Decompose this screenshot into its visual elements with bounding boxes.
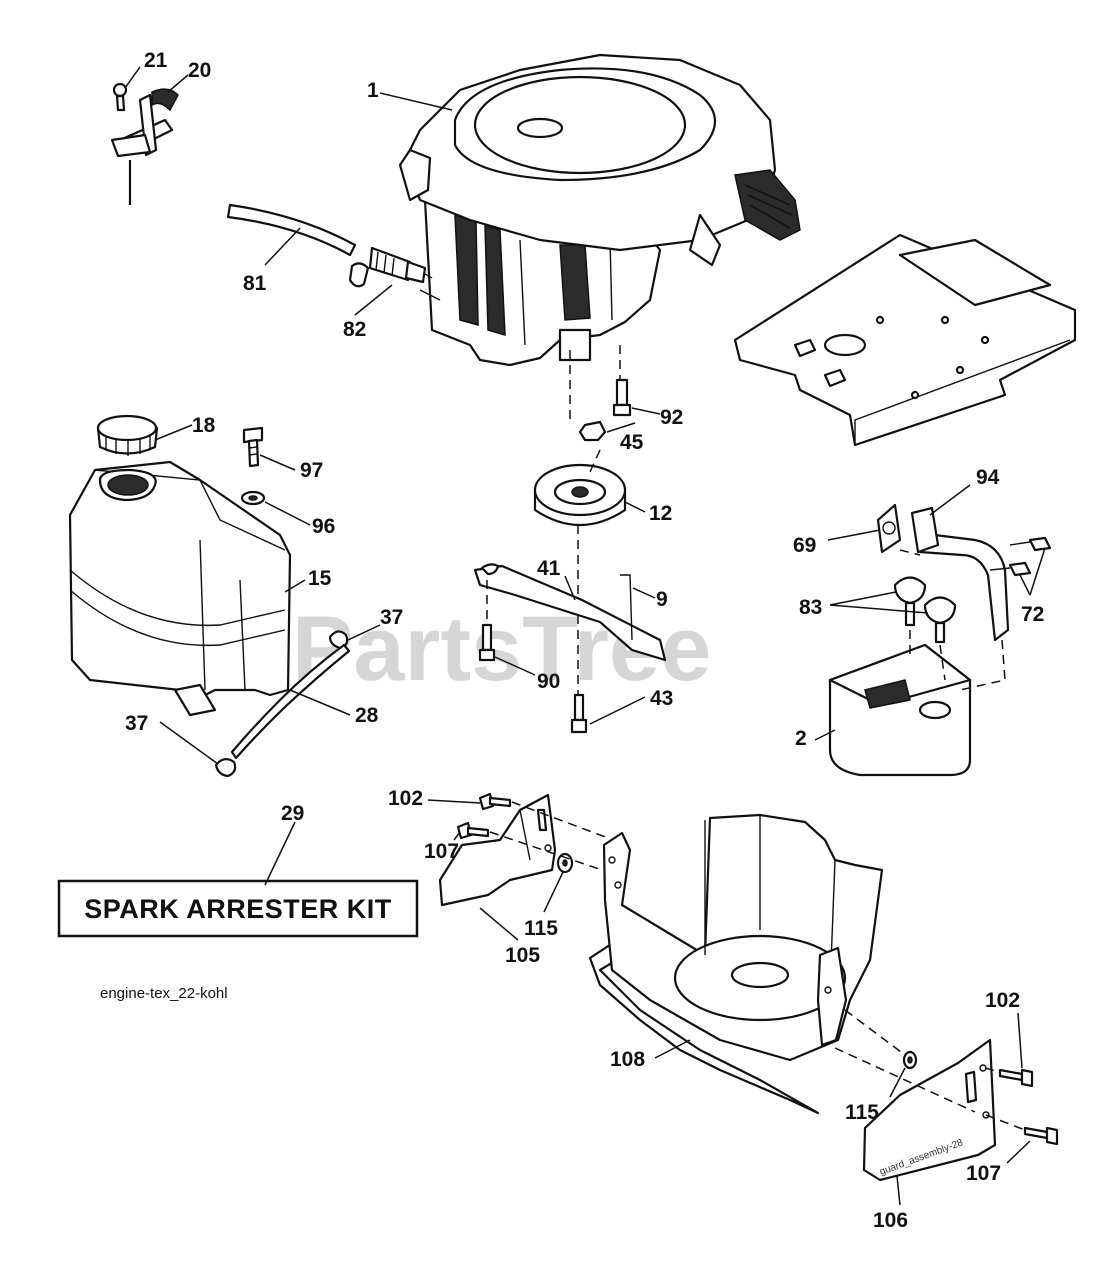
callout-37-upper: 37 (380, 606, 403, 629)
callout-106: 106 (873, 1209, 908, 1232)
callout-102-right: 102 (985, 989, 1020, 1012)
washer-115-right[interactable] (902, 1050, 918, 1070)
callout-90: 90 (537, 670, 560, 693)
callout-115-right: 115 (845, 1101, 879, 1124)
guard-plate-106[interactable]: guard_assembly-28 (862, 1038, 997, 1182)
bolt-107-left[interactable] (456, 821, 490, 840)
muffler-2[interactable] (828, 643, 972, 777)
callout-107-right: 107 (966, 1162, 1001, 1185)
callout-29: 29 (281, 802, 304, 825)
callout-69: 69 (793, 534, 816, 557)
callout-82: 82 (343, 318, 366, 341)
callout-108: 108 (610, 1048, 645, 1071)
spark-arrester-kit-box: SPARK ARRESTER KIT (57, 879, 419, 938)
engine-mount-plate[interactable] (733, 233, 1077, 447)
callout-96: 96 (312, 515, 335, 538)
dipstick-assembly[interactable] (110, 82, 179, 205)
callout-43: 43 (650, 687, 673, 710)
spark-arrester-kit-label: SPARK ARRESTER KIT (84, 894, 392, 924)
hose-clamp-upper[interactable] (328, 630, 349, 650)
exhaust-pipe-94[interactable] (910, 506, 1010, 642)
nut-45[interactable] (578, 420, 607, 442)
callout-107-left: 107 (424, 840, 459, 863)
callout-105: 105 (505, 944, 540, 967)
callout-labels: 1 21 20 81 82 18 97 96 15 37 28 37 29 45… (125, 49, 1044, 1232)
callout-28: 28 (355, 704, 379, 727)
callout-45: 45 (620, 431, 644, 454)
bolts-72[interactable] (989, 536, 1052, 577)
callout-83: 83 (799, 596, 822, 619)
fuel-cap[interactable] (96, 414, 159, 456)
fuel-tank[interactable] (68, 460, 292, 717)
drawing-code: engine-tex_22-kohl (100, 985, 228, 1002)
engine-guard-108[interactable] (588, 813, 884, 1115)
bolt-107-right[interactable] (1023, 1126, 1059, 1146)
gasket-69[interactable] (876, 503, 902, 554)
callout-72: 72 (1021, 603, 1044, 626)
pulley-12[interactable] (533, 463, 627, 526)
bolt-90[interactable] (478, 623, 496, 662)
callout-97: 97 (300, 459, 323, 482)
callout-37-lower: 37 (125, 712, 148, 735)
engine[interactable] (398, 53, 801, 367)
callout-21: 21 (144, 49, 168, 72)
washer-96[interactable] (240, 490, 266, 506)
leader-lines (124, 66, 1046, 1206)
callout-1: 1 (367, 79, 379, 102)
bolt-97[interactable] (242, 426, 264, 468)
bolt-43[interactable] (570, 693, 588, 734)
fuel-hose[interactable] (230, 643, 351, 760)
callout-9: 9 (656, 588, 668, 611)
callout-20: 20 (188, 59, 211, 82)
bolt-102-left[interactable] (478, 792, 512, 811)
belt-guide-9[interactable] (473, 563, 667, 662)
callout-15: 15 (308, 567, 332, 590)
callout-115-left: 115 (524, 917, 558, 940)
callout-102-left: 102 (388, 787, 423, 810)
bolt-102-right[interactable] (998, 1068, 1034, 1088)
hose-clamp-lower[interactable] (214, 758, 237, 778)
callout-41: 41 (537, 557, 561, 580)
callout-12: 12 (649, 502, 672, 525)
callout-81: 81 (243, 272, 267, 295)
callout-2: 2 (795, 727, 807, 750)
callout-18: 18 (192, 414, 216, 437)
fuel-filter[interactable] (348, 246, 433, 288)
fuel-line[interactable] (226, 203, 357, 257)
side-shield-105[interactable] (438, 793, 557, 907)
callout-94: 94 (976, 466, 1000, 489)
studs-83[interactable] (893, 576, 957, 644)
callout-92: 92 (660, 406, 683, 429)
bolt-92[interactable] (612, 378, 632, 417)
